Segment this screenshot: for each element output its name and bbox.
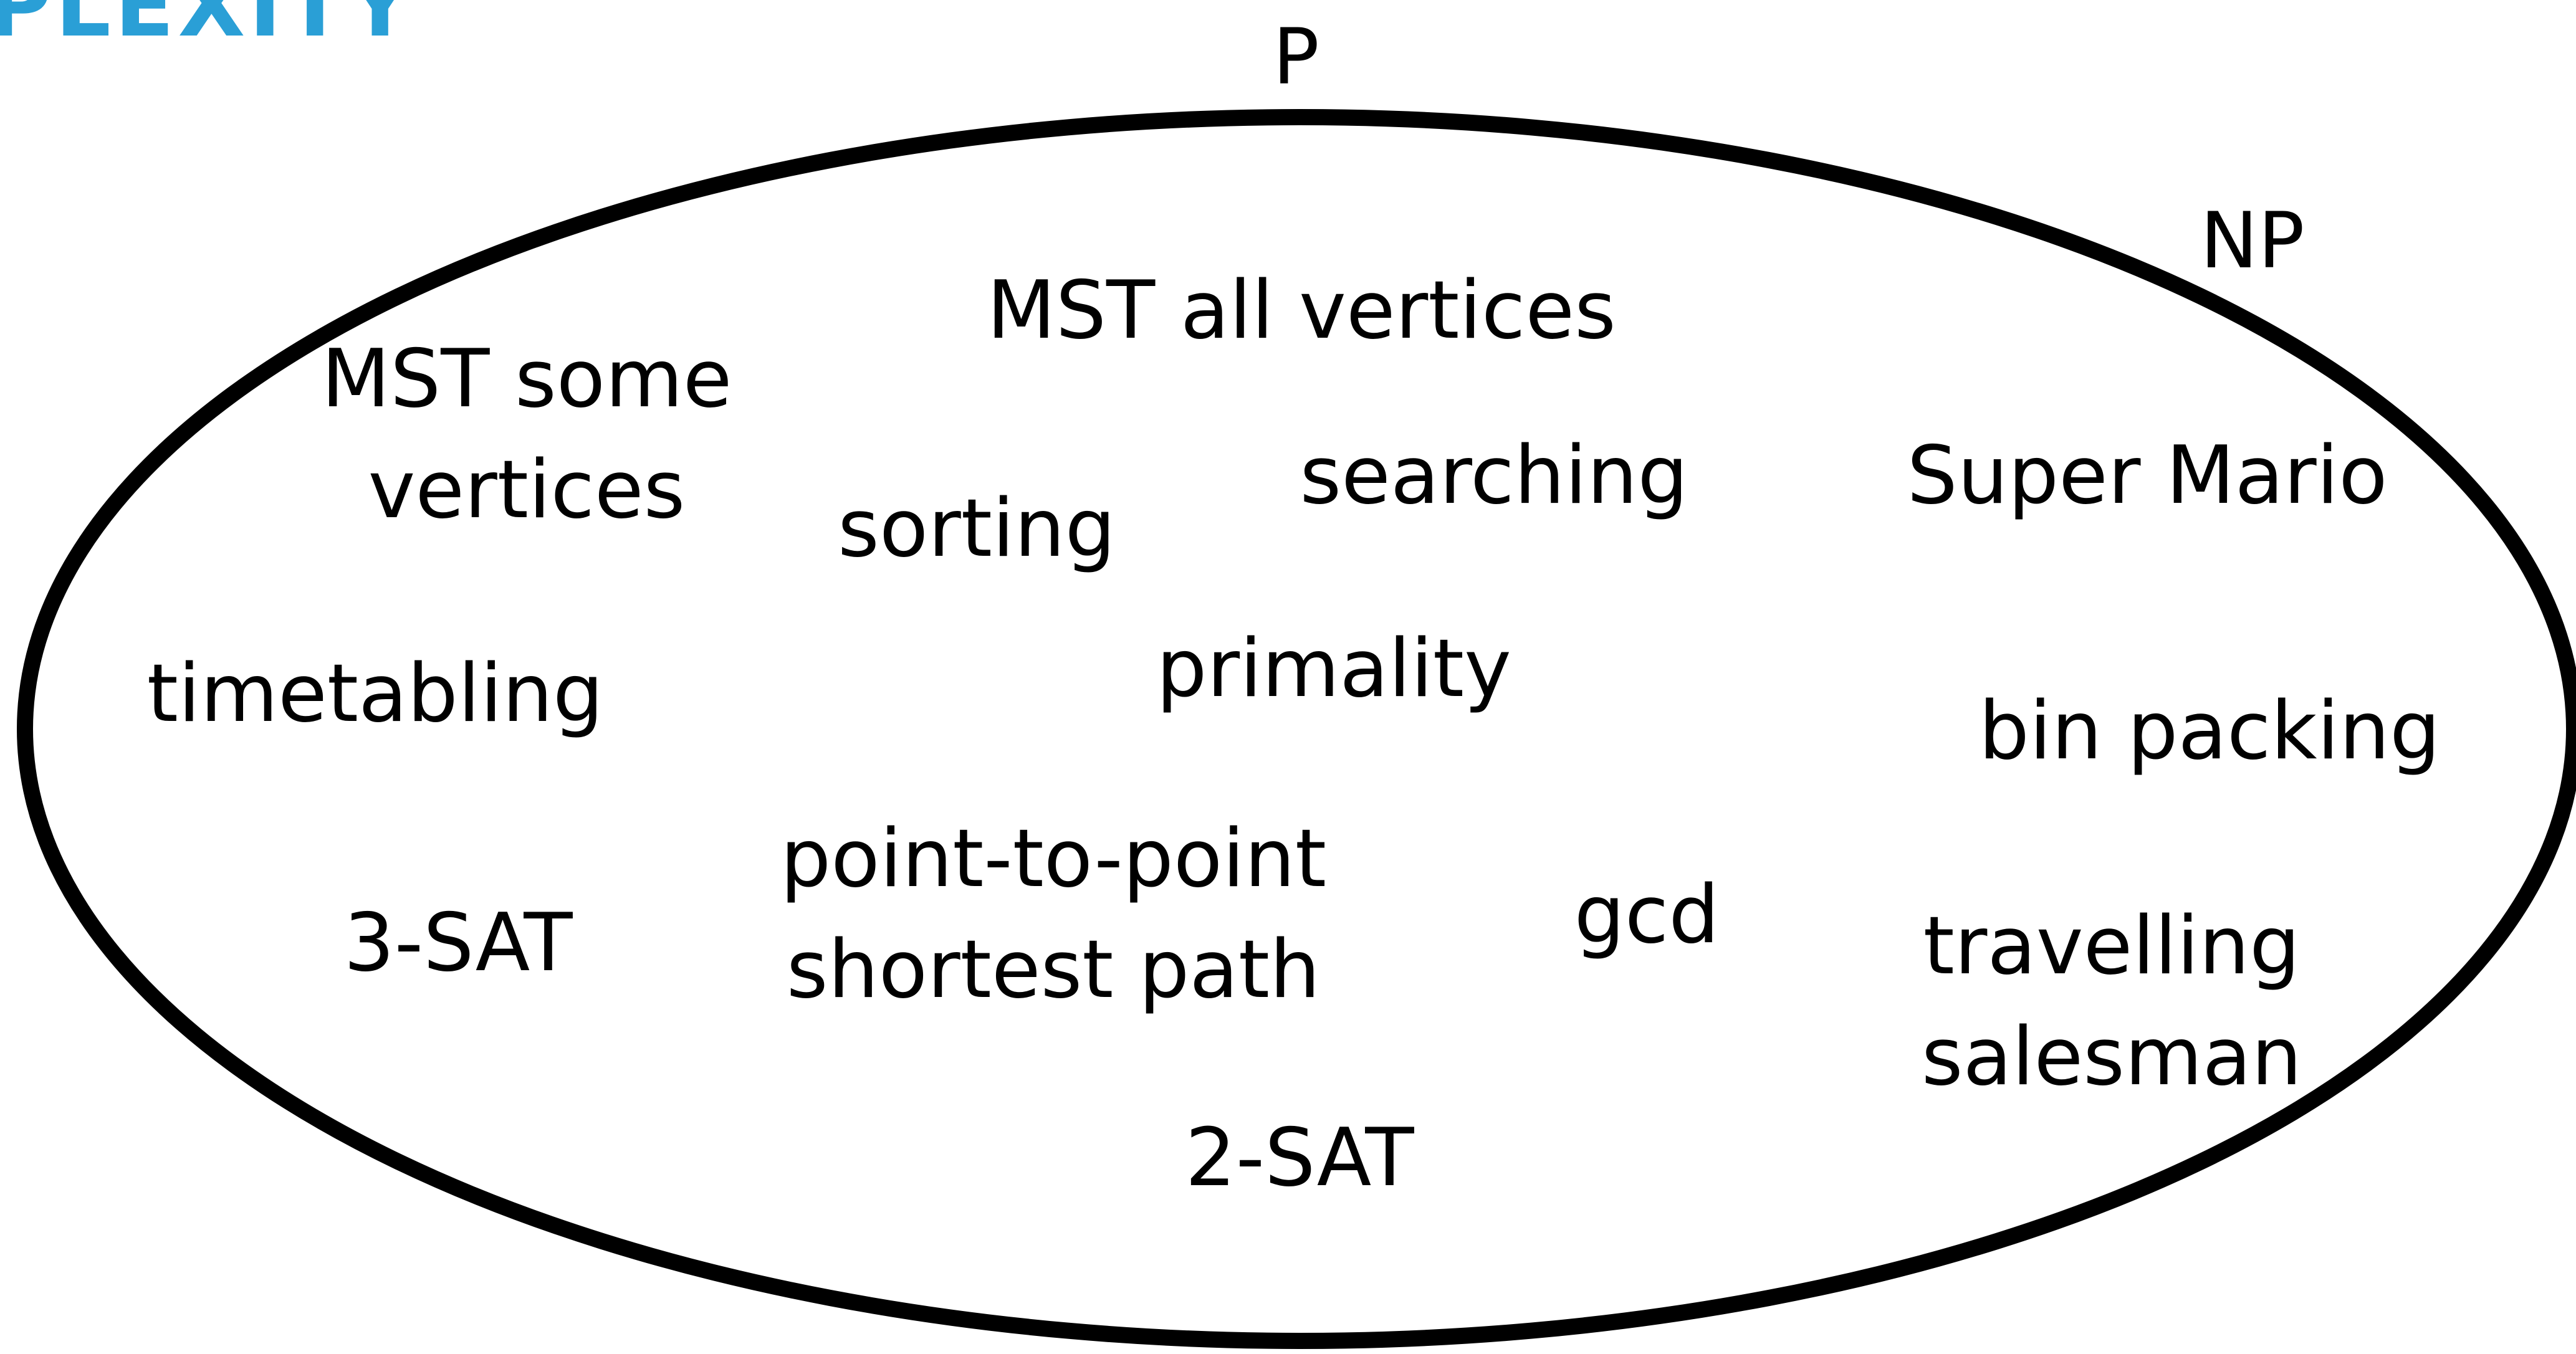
problem-label-point-to-point-shortest-path: point-to-point shortest path (780, 804, 1326, 1026)
problem-label-2-sat: 2-SAT (1185, 1112, 1414, 1204)
problem-label-mst-all-vertices: MST all vertices (987, 264, 1616, 357)
problem-label-super-mario: Super Mario (1907, 429, 2388, 522)
problem-label-line: travelling (1923, 900, 2301, 993)
np-set-label: NP (2200, 196, 2305, 286)
problem-label-bin-packing: bin packing (1978, 685, 2441, 778)
problem-label-sorting: sorting (838, 482, 1116, 575)
problem-label-3-sat: 3-SAT (343, 897, 573, 989)
problem-label-line: shortest path (786, 923, 1321, 1016)
problem-label-line: point-to-point (780, 813, 1327, 905)
p-set-label: P (1273, 12, 1319, 102)
problem-label-line: salesman (1921, 1011, 2302, 1104)
problem-label-primality: primality (1156, 622, 1511, 715)
problem-label-line: vertices (368, 444, 686, 536)
problem-label-mst-some-vertices: MST some vertices (322, 324, 732, 546)
problem-label-travelling-salesman: travelling salesman (1922, 891, 2302, 1113)
problem-label-gcd: gcd (1574, 869, 1720, 961)
problem-label-timetabling: timetabling (146, 647, 604, 740)
problem-label-searching: searching (1300, 429, 1688, 522)
problem-label-line: MST some (321, 333, 732, 426)
logo-wordmark: PLEXITY (0, 0, 416, 57)
np-set-ellipse (17, 109, 2576, 1349)
